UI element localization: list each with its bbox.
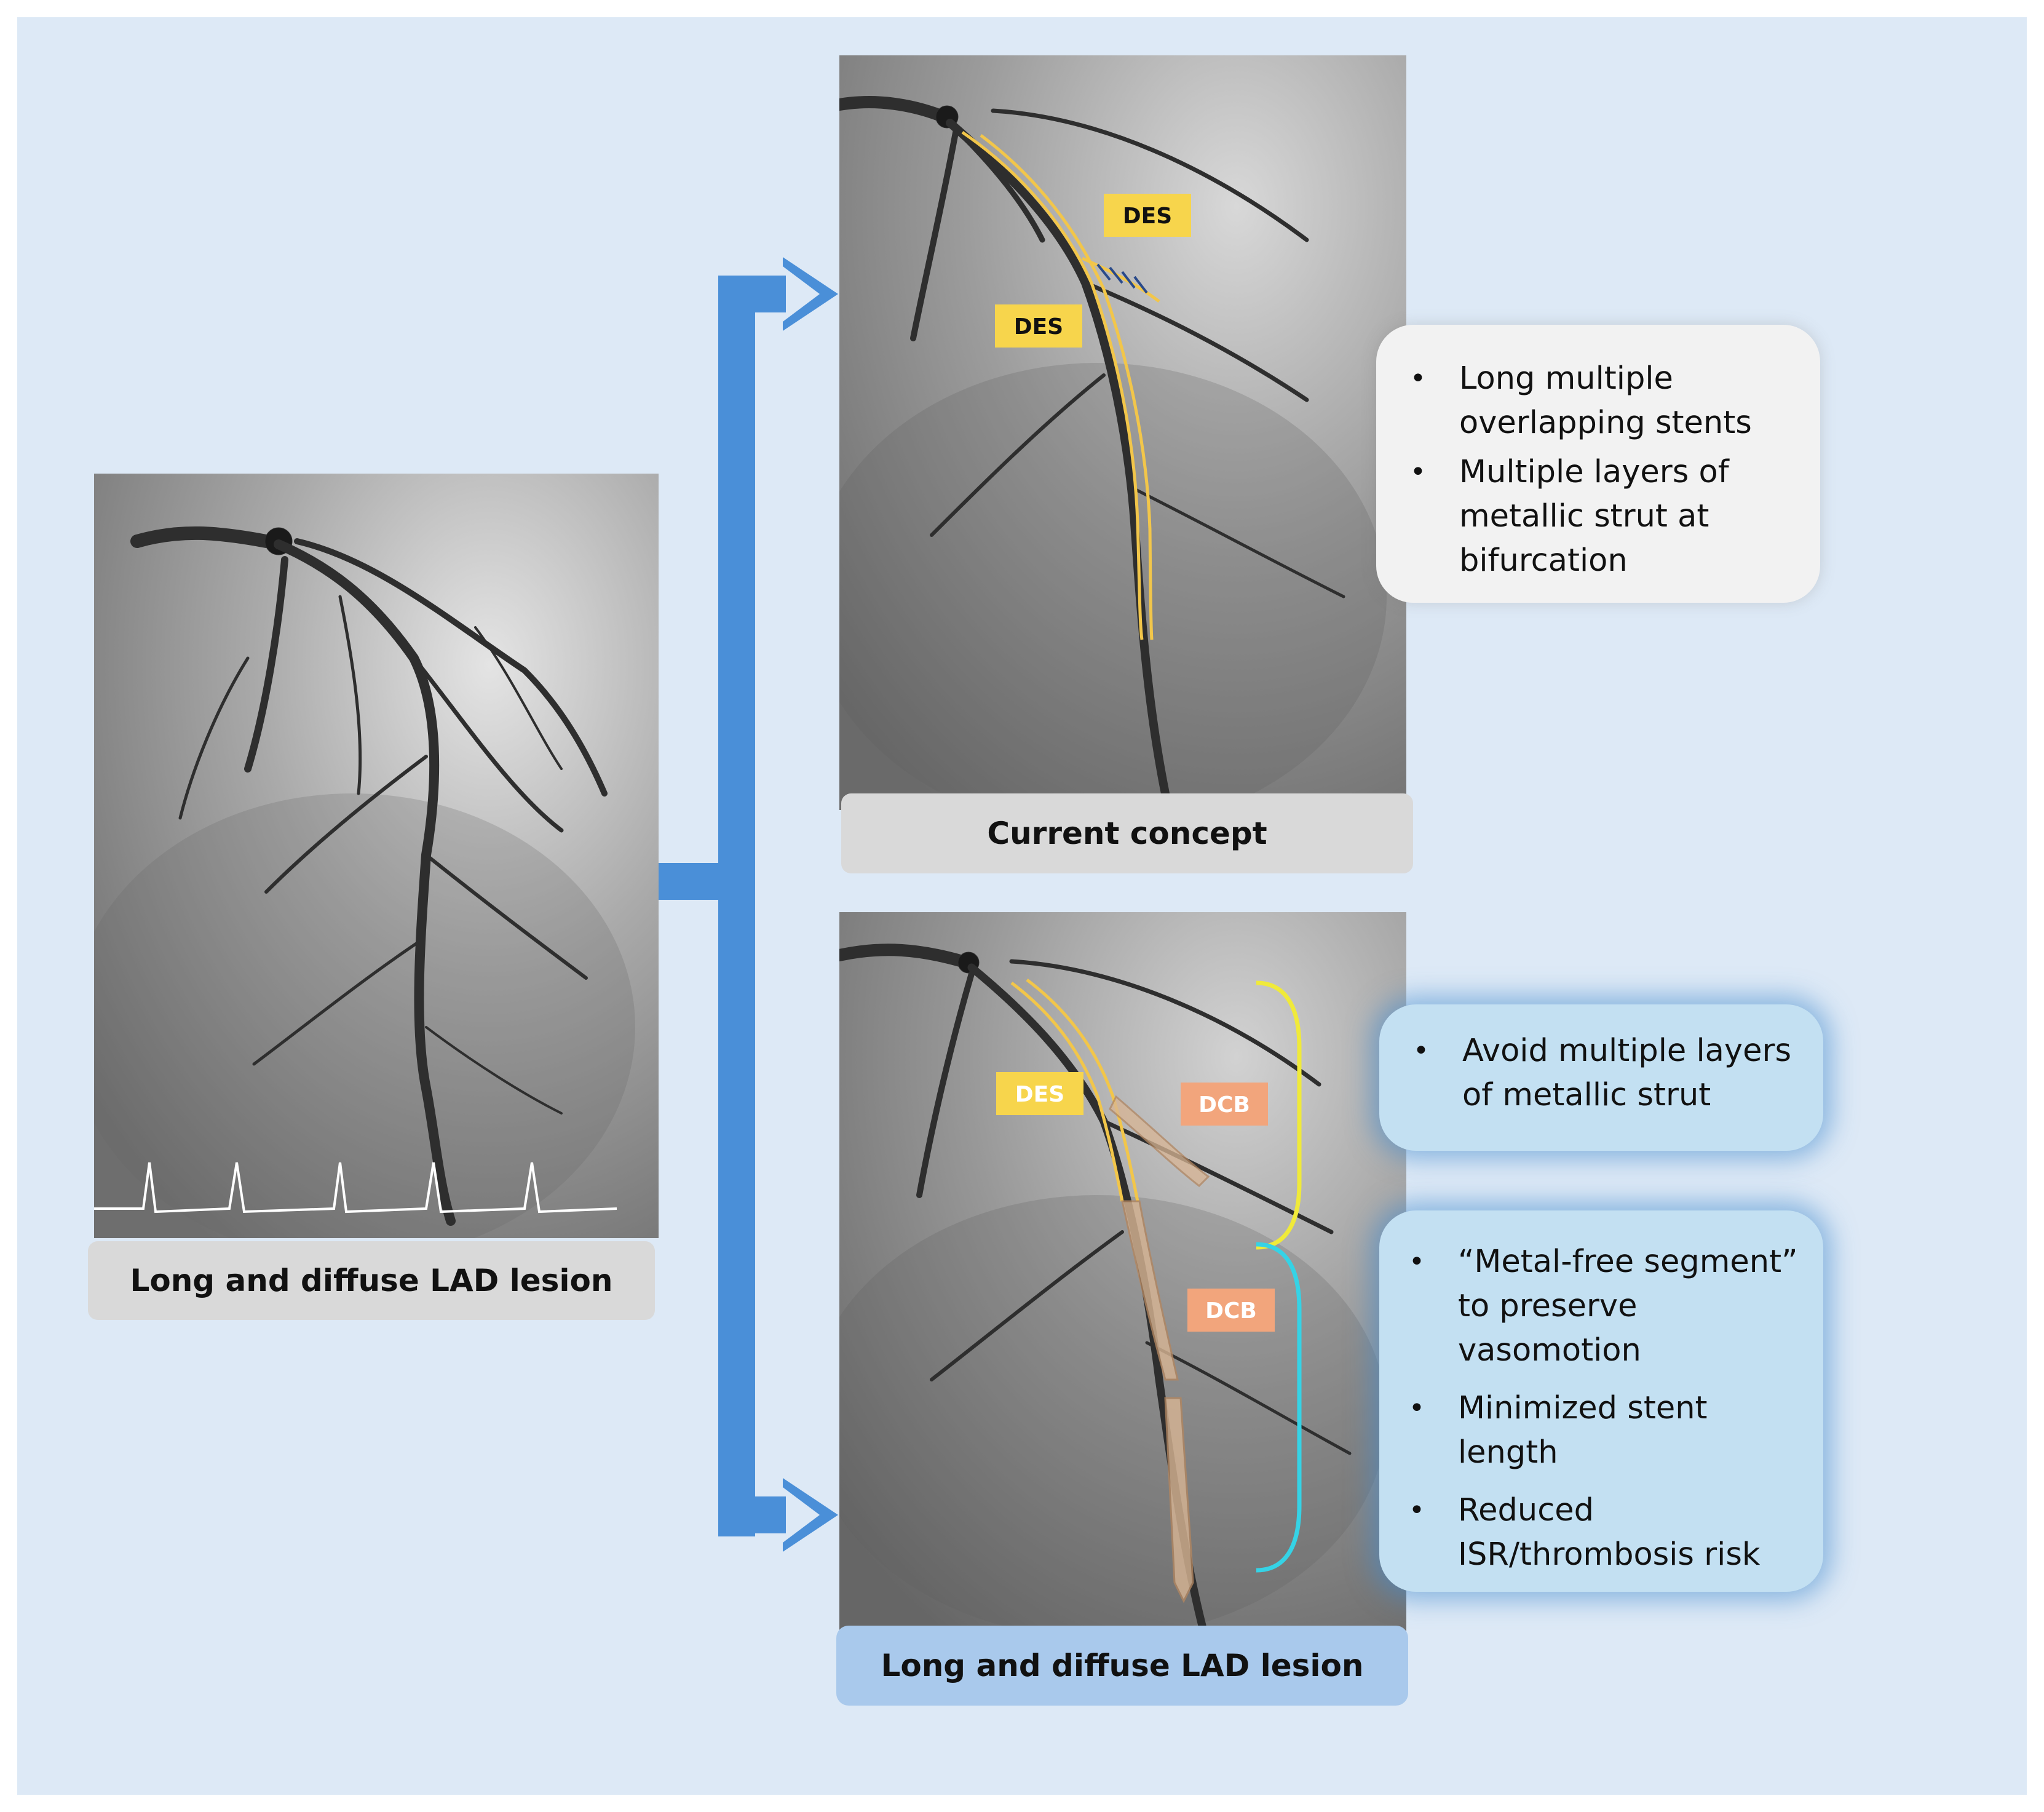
angiogram-current-concept: DES DES [839, 55, 1406, 810]
bullet-icon: • [1409, 1393, 1425, 1424]
bullet-item: •Long multiple overlapping stents [1410, 357, 1810, 445]
dcb-notes-box-1: •Avoid multiple layers of metallic strut [1379, 1004, 1823, 1151]
branching-arrow [657, 257, 838, 1552]
des-label: DES [1014, 314, 1063, 340]
current-concept-notes-box: •Long multiple overlapping stents •Multi… [1376, 325, 1820, 603]
bullet-item: •“Metal-free segment” to preserve vasomo… [1409, 1240, 1815, 1373]
bullet-icon: • [1409, 1495, 1425, 1526]
dcb-label: DCB [1198, 1092, 1250, 1118]
des-label: DES [1015, 1082, 1064, 1107]
bullet-item: •Multiple layers of metallic strut at bi… [1410, 450, 1810, 583]
bullet-icon: • [1410, 363, 1426, 394]
bracket-cyan [1256, 1242, 1302, 1573]
bullet-item: •Reduced ISR/thrombosis risk [1409, 1488, 1815, 1577]
angiogram-proposed: DES DCB DCB [839, 912, 1406, 1635]
bracket-yellow [1256, 980, 1302, 1250]
des-label: DES [1123, 204, 1172, 229]
dcb-label: DCB [1205, 1298, 1257, 1324]
figure-panel: Long and diffuse LAD lesion [17, 17, 2027, 1795]
bullet-item: •Avoid multiple layers of metallic strut [1413, 1029, 1813, 1118]
left-caption: Long and diffuse LAD lesion [88, 1241, 655, 1320]
angiogram-left [94, 474, 659, 1238]
bullet-item: •Minimized stent length [1409, 1386, 1815, 1475]
arrow-right-icon [783, 257, 838, 331]
bullet-icon: • [1409, 1246, 1425, 1278]
proposed-caption: Long and diffuse LAD lesion [836, 1626, 1408, 1706]
current-concept-caption: Current concept [841, 793, 1413, 873]
arrow-right-icon [783, 1478, 838, 1552]
bullet-icon: • [1413, 1035, 1429, 1067]
bullet-icon: • [1410, 456, 1426, 488]
dcb-notes-box-2: •“Metal-free segment” to preserve vasomo… [1379, 1210, 1823, 1592]
